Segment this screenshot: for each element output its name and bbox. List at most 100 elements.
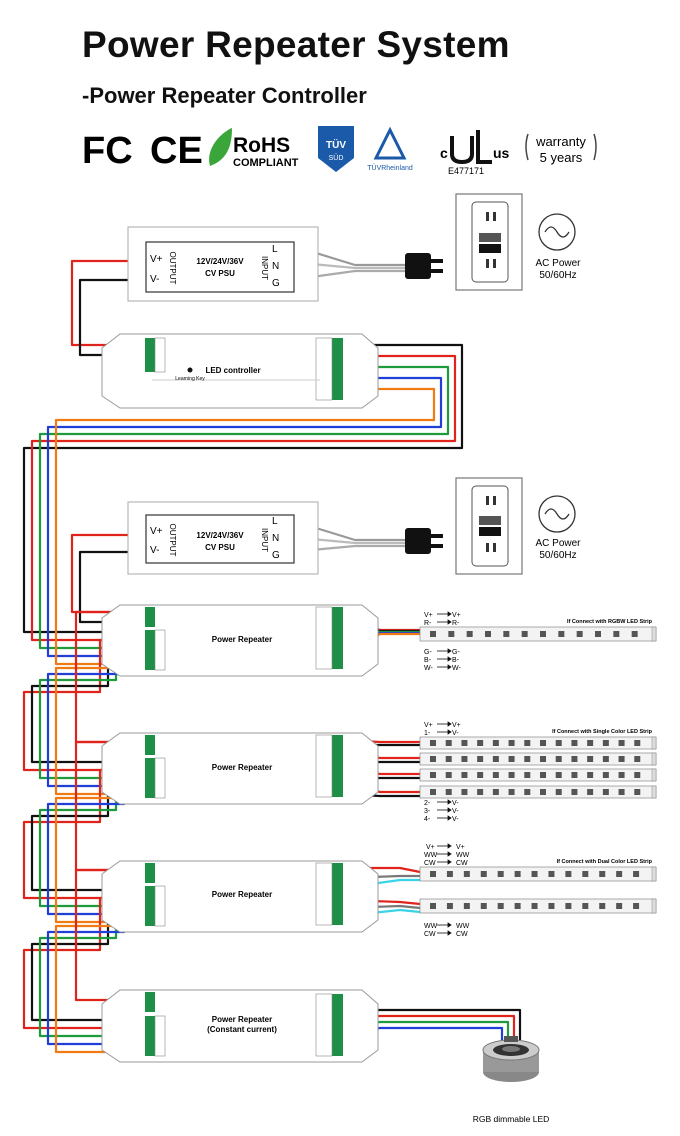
ul-u-icon [450,136,474,165]
led-chip [540,789,546,795]
ul-c-text: c [440,145,448,161]
led-chip [430,740,436,746]
led-chip [477,740,484,746]
tuv-rheinland-text: TÜVRheinland [367,164,413,172]
led-chip [524,756,531,762]
svg-text:V+: V+ [456,844,465,851]
arrow-head-icon [447,619,452,625]
psu1-input-label: INPUT [260,256,269,280]
led-chip [446,903,453,909]
power-repeater-4: Power Repeater (Constant current) [101,989,379,1063]
led-chip [430,631,436,637]
rohs-compliant-text: COMPLIANT [233,157,299,169]
rgbw-strip-title: If Connect with RGBW LED Strip [567,619,653,625]
led-chip [466,631,473,637]
led-chip [616,903,623,909]
led-chip [430,871,436,877]
svg-text:R-: R- [424,620,432,627]
single-led-strip-4 [419,785,657,799]
led-chip [582,871,589,877]
page-subtitle: -Power Repeater Controller [82,83,367,108]
ul-us-text: us [493,145,510,161]
led-chip [514,903,521,909]
cert-logos: FC CE RoHS COMPLIANT TÜV SÜD TÜVRheinlan… [82,126,597,176]
led-chip [582,903,589,909]
psu1-vplus: V+ [150,254,163,265]
led-chip [634,756,641,762]
led-chip [477,756,484,762]
sine-wave-icon [544,226,570,238]
led-chip [540,740,546,746]
tuv-sud-text: TÜV [326,138,346,151]
arrow-head-icon [447,656,452,662]
led-chip [618,772,625,778]
led-chip [524,772,531,778]
led-chip [587,756,594,762]
svg-text:V-: V- [452,730,459,737]
led-chip [599,871,606,877]
led-chip [565,903,572,909]
mapping-arrows [437,611,452,936]
svg-text:V+: V+ [452,722,461,729]
led-chip [463,871,470,877]
led-chip [492,756,499,762]
dual-strip-section: If Connect with Dual Color LED Strip V+ V… [419,844,657,938]
psu1-l: L [272,244,278,255]
led-chip [445,772,452,778]
svg-text:WW: WW [456,852,470,859]
led-chip [633,903,640,909]
svg-text:CW: CW [456,931,468,938]
led-chip [497,903,504,909]
led-chip [446,871,453,877]
led-chip [540,631,546,637]
led-chip [521,631,528,637]
svg-text:V-: V- [452,816,459,823]
power-repeater-3: Power Repeater [101,860,379,933]
led-chip [634,772,641,778]
dual-strip-title: If Connect with Dual Color LED Strip [557,859,653,865]
psu1-label-line1: 12V/24V/36V [196,257,244,266]
psu2-g: G [272,550,280,561]
svg-text:V+: V+ [426,844,435,851]
rohs-logo: RoHS [233,134,290,157]
arrow-head-icon [447,729,452,735]
svg-text:CW: CW [424,860,436,867]
psu1-n: N [272,261,279,272]
svg-text:B-: B- [452,657,460,664]
svg-text:B-: B- [424,657,432,664]
single-led-strip-2 [419,752,657,766]
leaf-icon [209,128,232,166]
led-chip [524,740,531,746]
arrow-head-icon [447,664,452,670]
led-chip [587,772,594,778]
led-chip [602,789,609,795]
single-map-labels: V+V+ 1-V- 2-V- 3-V- 4-V- [424,722,461,823]
led-chip [540,772,546,778]
psu-middle: V+ V- OUTPUT 12V/24V/36V CV PSU INPUT L … [127,501,319,575]
dual-led-strip-2 [419,898,657,914]
ac-power-top: AC Power 50/60Hz [535,213,581,281]
plug-middle [405,528,443,554]
repeater-4-name: Power Repeater [212,1015,272,1024]
led-chip [548,903,555,909]
led-chip [571,756,578,762]
led-chip [634,789,641,795]
tuv-rheinland-triangle-icon [373,126,407,160]
ac-power-top-line1: AC Power [535,258,581,269]
psu-top: V+ V- OUTPUT 12V/24V/36V CV PSU INPUT L … [127,226,319,302]
svg-text:WW: WW [456,923,470,930]
led-chip [616,871,623,877]
single-led-strip-3 [419,768,657,782]
svg-text:CW: CW [424,931,436,938]
svg-text:V+: V+ [452,612,461,619]
led-chip [485,631,491,637]
led-chip [633,871,640,877]
sine-wave-icon [544,508,570,520]
rgb-dimmable-led: RGB dimmable LED [473,1036,549,1124]
single-led-strip-1 [419,736,657,750]
rgbw-strip-section: If Connect with RGBW LED Strip V+V+ R-R-… [419,612,657,672]
led-chip [548,871,555,877]
arrow-head-icon [447,930,452,936]
